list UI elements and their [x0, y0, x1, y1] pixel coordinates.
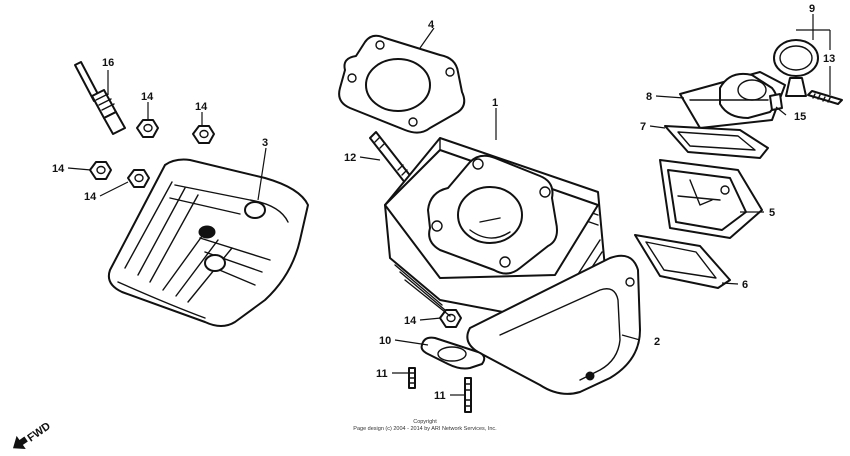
leader-lines	[67, 14, 831, 396]
callout-9: 9	[809, 3, 815, 15]
head-gasket[interactable]	[338, 34, 466, 134]
callout-14-e: 14	[404, 315, 417, 327]
forward-arrow-icon	[12, 435, 28, 450]
clamp-screw[interactable]	[807, 90, 843, 105]
callout-1: 1	[492, 97, 498, 109]
reed-gasket-lower[interactable]	[634, 234, 731, 289]
callout-16: 16	[102, 57, 114, 69]
callout-12: 12	[344, 152, 356, 164]
stud-bolt-left[interactable]	[408, 367, 416, 389]
hose-clamp[interactable]	[773, 39, 819, 97]
callout-11-left: 11	[376, 368, 388, 380]
callout-8: 8	[646, 91, 652, 103]
callout-15: 15	[794, 111, 806, 123]
cylinder[interactable]	[384, 137, 606, 321]
nut-5[interactable]	[439, 309, 462, 328]
callout-6: 6	[742, 279, 748, 291]
callout-2: 2	[654, 336, 660, 348]
nut-4[interactable]	[127, 169, 150, 188]
cylinder-base-gasket[interactable]	[466, 254, 641, 395]
callout-7: 7	[640, 121, 646, 133]
callout-13: 13	[823, 53, 835, 65]
callout-14-d: 14	[84, 191, 97, 203]
exhaust-gasket[interactable]	[420, 336, 486, 370]
reed-valve[interactable]	[659, 159, 763, 239]
stud-bolt-long[interactable]	[369, 131, 413, 185]
callout-3: 3	[262, 137, 268, 149]
callout-5: 5	[769, 207, 775, 219]
spark-plug[interactable]	[74, 61, 126, 135]
intake-bolt[interactable]	[769, 93, 783, 111]
forward-direction-indicator: FWD	[12, 420, 53, 450]
copyright-footer: Copyright Page design (c) 2004 - 2014 by…	[300, 419, 550, 433]
fwd-label: FWD	[25, 420, 52, 444]
callout-14-b: 14	[195, 101, 208, 113]
callout-14-c: 14	[52, 163, 65, 175]
stud-bolt-right[interactable]	[464, 377, 472, 413]
callout-11-right: 11	[434, 390, 446, 402]
callout-14-a: 14	[141, 91, 154, 103]
copyright-line: Copyright	[413, 419, 437, 425]
callout-10: 10	[379, 335, 391, 347]
intake-pipe[interactable]	[679, 71, 786, 129]
callout-labels: 1 2 3 4 5 6 7 8 9 11 11 10 12 13 14 14 1…	[52, 3, 835, 402]
reed-gasket-upper[interactable]	[664, 125, 769, 159]
nut-3[interactable]	[89, 161, 112, 180]
callout-4: 4	[428, 19, 435, 31]
nut-1[interactable]	[136, 119, 159, 138]
page-design-credit: Page design (c) 2004 - 2014 by ARI Netwo…	[353, 426, 497, 432]
cylinder-head[interactable]	[107, 158, 309, 327]
nut-2[interactable]	[192, 125, 215, 144]
